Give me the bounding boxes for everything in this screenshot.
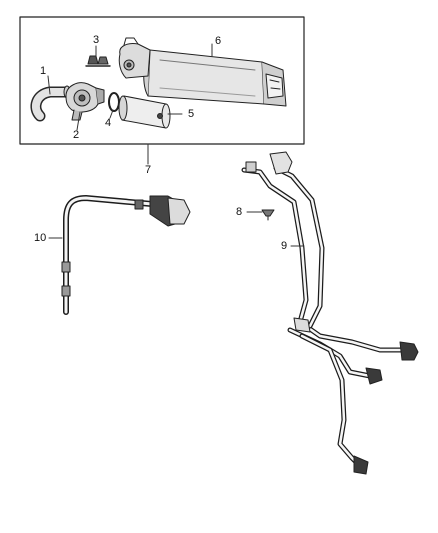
filter-icon — [118, 95, 171, 129]
push-pin-retainer-icon — [261, 209, 275, 221]
callout-4: 4 — [105, 117, 112, 129]
leak-detection-pump-icon — [65, 82, 105, 121]
callout-8: 8 — [236, 206, 243, 218]
callout-9: 9 — [281, 240, 288, 252]
callout-1: 1 — [40, 65, 47, 77]
hose-elbow-icon — [30, 85, 72, 122]
vapor-canister-icon — [118, 37, 287, 107]
callout-7: 7 — [145, 164, 152, 176]
callout-3: 3 — [93, 34, 100, 46]
vapor-line-harness-icon — [241, 151, 419, 475]
callout-5: 5 — [188, 108, 195, 120]
leader-lines — [47, 43, 305, 247]
callout-6: 6 — [215, 35, 222, 47]
clip-icon — [85, 55, 111, 67]
purge-line-icon — [61, 195, 191, 315]
callout-10: 10 — [34, 232, 47, 244]
assembly-frame — [19, 16, 305, 145]
callout-2: 2 — [73, 129, 80, 141]
o-ring-icon — [108, 92, 120, 112]
